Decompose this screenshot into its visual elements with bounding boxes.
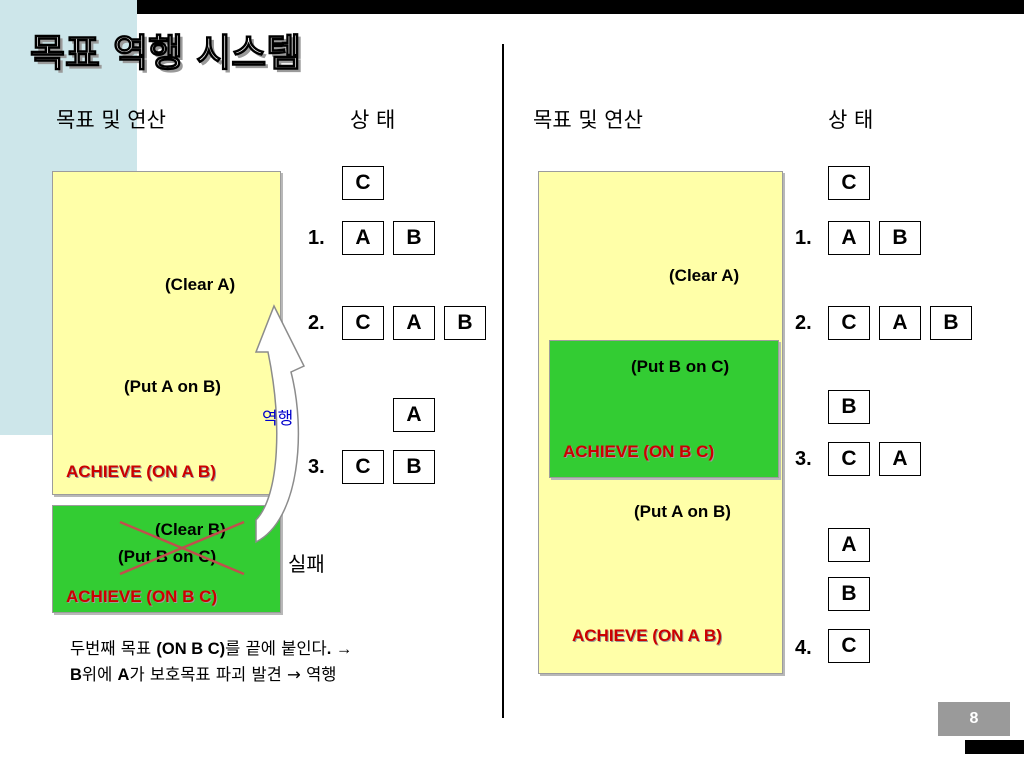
note-line-1: 두번째 목표 (ON B C)를 끝에 붙인다. → [70, 639, 353, 658]
regress-arrow-icon [254, 304, 306, 544]
right-s4-block-a: A [828, 528, 870, 562]
right-s4-num: 4. [795, 637, 812, 659]
left-header-goal: 목표 및 연산 [56, 108, 166, 132]
right-s3-block-c: C [828, 442, 870, 476]
left-s2-block-b: B [444, 306, 486, 340]
left-s1-block-b: B [393, 221, 435, 255]
right-header-state: 상 태 [828, 108, 874, 132]
fail-label: 실패 [288, 552, 325, 576]
left-s3-block-c: C [342, 450, 384, 484]
left-s2-block-a: A [393, 306, 435, 340]
left-s3-num: 3. [308, 456, 325, 478]
left-header-state: 상 태 [350, 108, 396, 132]
vertical-divider [502, 44, 504, 718]
right-op-put-a-on-b: (Put A on B) [634, 502, 731, 521]
right-s2-block-c: C [828, 306, 870, 340]
right-s4-block-c: C [828, 629, 870, 663]
right-achieve-ab: ACHIEVE (ON A B) [572, 626, 722, 645]
left-s2-block-c: C [342, 306, 384, 340]
right-achieve-bc: ACHIEVE (ON B C) [563, 442, 715, 461]
bottom-bar [965, 740, 1024, 754]
cross-line-2 [119, 520, 245, 576]
right-s1-num: 1. [795, 227, 812, 249]
left-s2-num: 2. [308, 312, 325, 334]
note-text: 두번째 목표 (ON B C)를 끝에 붙인다. → B위에 A가 보호목표 파… [70, 636, 352, 688]
right-s0-block: C [828, 166, 870, 200]
right-s1-block-b: B [879, 221, 921, 255]
left-achieve-bc: ACHIEVE (ON B C) [66, 587, 218, 606]
left-achieve-ab: ACHIEVE (ON A B) [66, 462, 216, 481]
left-s1-num: 1. [308, 227, 325, 249]
right-s3-block-a: A [879, 442, 921, 476]
left-op-clear-a: (Clear A) [165, 275, 236, 294]
right-op-clear-a: (Clear A) [669, 266, 740, 285]
left-op-clear-b: (Clear B) [155, 520, 226, 539]
slide-title: 목표 역행 시스템 [29, 30, 302, 75]
right-s4-block-b: B [828, 577, 870, 611]
left-s1-block-a: A [342, 221, 384, 255]
right-s2-block-a: A [879, 306, 921, 340]
right-s3-block-top: B [828, 390, 870, 424]
left-op-put-a-on-b: (Put A on B) [124, 377, 221, 396]
regress-label: 역행 [262, 409, 294, 429]
right-s3-num: 3. [795, 448, 812, 470]
right-op-put-b-on-c: (Put B on C) [631, 357, 730, 376]
page-number: 8 [938, 702, 1010, 736]
note-line-2: B위에 A가 보호목표 파괴 발견 → 역행 [70, 665, 337, 684]
right-header-goal: 목표 및 연산 [533, 108, 643, 132]
left-s3-block-b: B [393, 450, 435, 484]
left-s3-block-top: A [393, 398, 435, 432]
right-subgoal-panel [549, 340, 779, 478]
left-s0-block: C [342, 166, 384, 200]
right-s2-num: 2. [795, 312, 812, 334]
right-s1-block-a: A [828, 221, 870, 255]
top-bar [38, 0, 1024, 14]
right-s2-block-b: B [930, 306, 972, 340]
